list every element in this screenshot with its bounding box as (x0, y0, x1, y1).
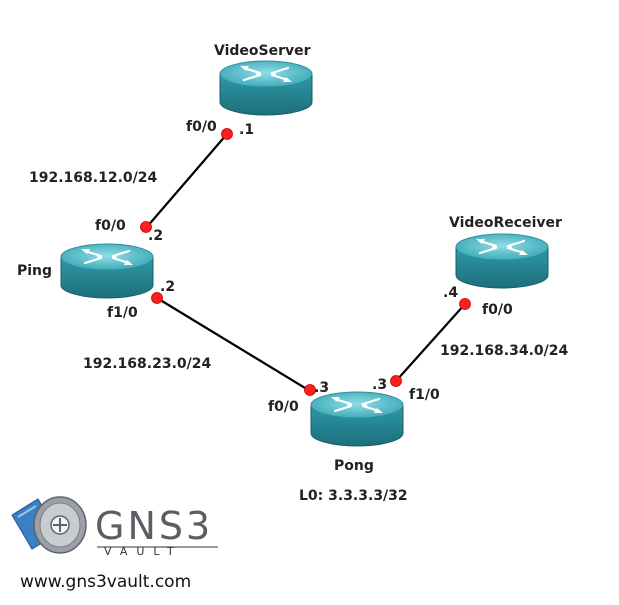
interface-dot[interactable] (140, 221, 152, 233)
host-label: .3 (372, 377, 387, 393)
interface-dot[interactable] (459, 298, 471, 310)
gns3-vault-logo: GNS3 VAULT (11, 496, 218, 558)
interface-dot[interactable] (221, 128, 233, 140)
router-label-pong: Pong (334, 458, 374, 474)
interface-label: f0/0 (95, 218, 126, 234)
router-label-videoreceiver: VideoReceiver (449, 215, 562, 231)
interface-label: f1/0 (107, 305, 138, 321)
loopback-label: L0: 3.3.3.3/32 (299, 488, 408, 504)
host-label: .2 (160, 279, 175, 295)
website-url[interactable]: www.gns3vault.com (20, 572, 191, 592)
host-label: .1 (239, 122, 254, 138)
router-videoreceiver[interactable] (454, 232, 550, 290)
interface-label: f0/0 (482, 302, 513, 318)
host-label: .2 (148, 228, 163, 244)
interface-dot[interactable] (390, 375, 402, 387)
router-pong[interactable] (309, 390, 405, 448)
interface-label: f1/0 (409, 387, 440, 403)
router-videoserver[interactable] (218, 59, 314, 117)
link-pong-videoreceiver (395, 303, 466, 382)
router-label-ping: Ping (17, 263, 52, 279)
router-label-videoserver: VideoServer (214, 43, 311, 59)
vault-icon (11, 496, 87, 554)
brand-subtext: VAULT (104, 545, 183, 558)
subnet-label: 192.168.23.0/24 (83, 356, 211, 372)
host-label: .3 (314, 380, 329, 396)
interface-label: f0/0 (186, 119, 217, 135)
brand-text: GNS3 (95, 504, 213, 548)
router-ping[interactable] (59, 242, 155, 300)
subnet-label: 192.168.12.0/24 (29, 170, 157, 186)
interface-dot[interactable] (151, 292, 163, 304)
interface-dot[interactable] (304, 384, 316, 396)
link-ping-pong (156, 297, 311, 392)
interface-label: f0/0 (268, 399, 299, 415)
host-label: .4 (443, 285, 458, 301)
link-videoserver-ping (145, 133, 228, 229)
subnet-label: 192.168.34.0/24 (440, 343, 568, 359)
